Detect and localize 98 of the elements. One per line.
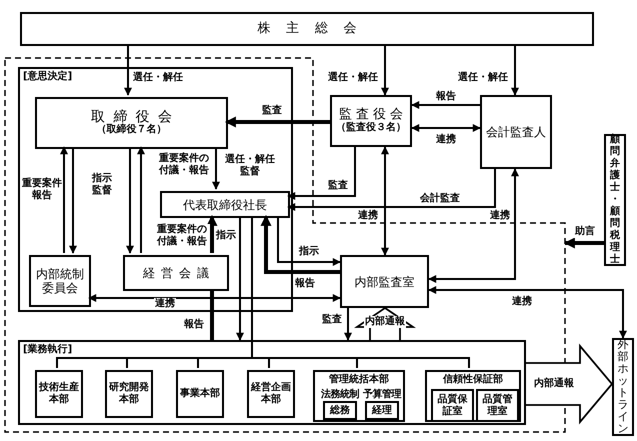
process-box (176, 370, 224, 418)
edge-label: 連携 (489, 210, 511, 222)
arrow (381, 46, 389, 96)
group-box (18, 340, 526, 425)
box-label: 外部ホットライン (618, 338, 628, 436)
arrow (511, 46, 519, 96)
edge-label: 連携 (435, 134, 457, 146)
group-box (425, 370, 521, 422)
box-label: 総務 (328, 404, 351, 416)
process-box (247, 370, 295, 418)
box-subtitle: （監査役３名） (336, 122, 406, 134)
box-label: 研究開発本部 (108, 382, 150, 406)
arrow (212, 147, 220, 190)
edge-label: 内部通報 (533, 378, 575, 390)
box-label: 品質管理室 (482, 394, 514, 418)
group-heading: [業務執行] (23, 344, 72, 356)
process-box (323, 401, 357, 420)
box-label: 監査役会 (338, 108, 408, 122)
process-box (330, 95, 412, 147)
edge-label: 助言 (574, 226, 596, 238)
process-box (480, 95, 552, 169)
box-label: 法務統制 (321, 389, 359, 400)
arrow (260, 214, 340, 274)
box-subtitle: （取締役７名） (96, 124, 166, 136)
box-label: 予算管理 (363, 389, 401, 400)
arrow (236, 216, 244, 341)
box-label: 経理 (370, 404, 393, 416)
arrow (428, 286, 627, 339)
edge-label: 報告 (183, 319, 205, 331)
box-label: 株主総会 (256, 22, 373, 36)
process-box (20, 12, 594, 46)
edge-label: 連携 (357, 210, 379, 222)
arrow (88, 294, 341, 302)
edge-label: 選任・解任 (132, 72, 184, 84)
block-arrow (525, 344, 614, 424)
process-box (105, 370, 153, 418)
edge-label: 重要案件の付議・報告 (154, 224, 210, 248)
box-label: 技術生産本部 (38, 382, 80, 406)
edge-label: 指示 (298, 246, 320, 258)
edge-label: 指示監督 (89, 173, 115, 197)
edge-label: 選任・解任監督 (222, 154, 278, 178)
box-label: 取締役会 (90, 110, 182, 124)
box-label: 代表取締役社長 (182, 198, 268, 212)
box-label: 品質保証室 (436, 394, 468, 418)
process-box (160, 191, 290, 218)
edge-label: 選任・解任 (457, 72, 509, 84)
group-heading: [意思決定] (23, 71, 72, 83)
connector-line (210, 289, 214, 340)
arrow (137, 146, 145, 253)
edge-label: 監査 (327, 180, 349, 192)
vertical-label-box (604, 134, 626, 266)
process-box (29, 255, 91, 307)
process-box (35, 370, 83, 418)
box-label: 内部統制委員会 (35, 267, 85, 295)
arrow (224, 116, 330, 128)
group-heading: 信頼性保証部 (442, 374, 504, 386)
edge-label: 連携 (154, 298, 176, 310)
process-box (123, 255, 229, 291)
arrow (344, 308, 352, 341)
arrow (287, 169, 496, 211)
arrow (564, 238, 604, 248)
arrow (381, 146, 389, 256)
arrow (60, 146, 68, 253)
edge-label: 監査 (321, 314, 343, 326)
process-box (340, 255, 429, 308)
process-box (476, 389, 519, 422)
edge-label: 会計監査 (419, 193, 461, 205)
group-box (18, 67, 293, 312)
arrow (69, 147, 77, 254)
group-heading: 管理統括本部 (328, 374, 390, 386)
box-label: 事業本部 (179, 388, 221, 400)
edge-label: 報告 (294, 278, 316, 290)
edge-label: 報告 (435, 91, 457, 103)
arrow (411, 101, 480, 109)
arrow (428, 168, 519, 283)
process-box (365, 401, 399, 420)
arrow (411, 124, 481, 132)
box-label: 会計監査人 (485, 125, 547, 139)
arrow (124, 46, 132, 96)
edge-label: 選任・解任 (327, 72, 379, 84)
arrow (287, 147, 356, 200)
edge-label: 監査 (261, 105, 283, 117)
connector-line (251, 216, 470, 368)
arrow (277, 216, 341, 266)
edge-label: 内部通報 (364, 316, 406, 328)
box-label: 内部監査室 (354, 274, 416, 288)
arrow (206, 214, 218, 253)
arrow (126, 147, 134, 254)
process-box (431, 389, 474, 422)
vertical-label-box (612, 338, 634, 436)
box-label: 経営会議 (142, 266, 216, 280)
edge-label: 連携 (511, 296, 533, 308)
edge-label: 重要案件報告 (21, 178, 63, 202)
edge-label: 指示 (215, 230, 237, 242)
process-box (35, 97, 228, 149)
box-label: 経営企画本部 (250, 382, 292, 406)
group-box (313, 370, 405, 422)
edge-label: 重要案件の付議・報告 (156, 153, 212, 177)
